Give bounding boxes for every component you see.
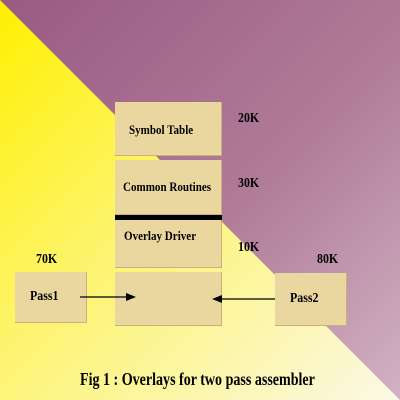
pass2-size: 80K (317, 252, 339, 267)
overlay-driver-label: Overlay Driver (124, 228, 197, 243)
pass1-label: Pass1 (30, 289, 59, 304)
symbol-table-label: Symbol Table (129, 122, 194, 137)
pass2-box: Pass2 (275, 273, 347, 326)
figure-caption: Fig 1 : Overlays for two pass assembler (80, 369, 315, 389)
overlay-driver-size: 10K (238, 240, 260, 255)
overlay-driver-box: Overlay Driver (115, 220, 222, 268)
common-routines-size: 30K (238, 176, 260, 191)
pass1-size: 70K (36, 252, 58, 267)
common-routines-label: Common Routines (123, 179, 212, 194)
pass2-label: Pass2 (290, 291, 319, 306)
symbol-table-size: 20K (238, 111, 260, 126)
pass1-box: Pass1 (15, 272, 87, 323)
symbol-table-box: Symbol Table (115, 102, 222, 156)
common-routines-box: Common Routines (115, 160, 222, 215)
segment-divider (115, 215, 222, 220)
pass-overlay-area-box (115, 272, 222, 326)
